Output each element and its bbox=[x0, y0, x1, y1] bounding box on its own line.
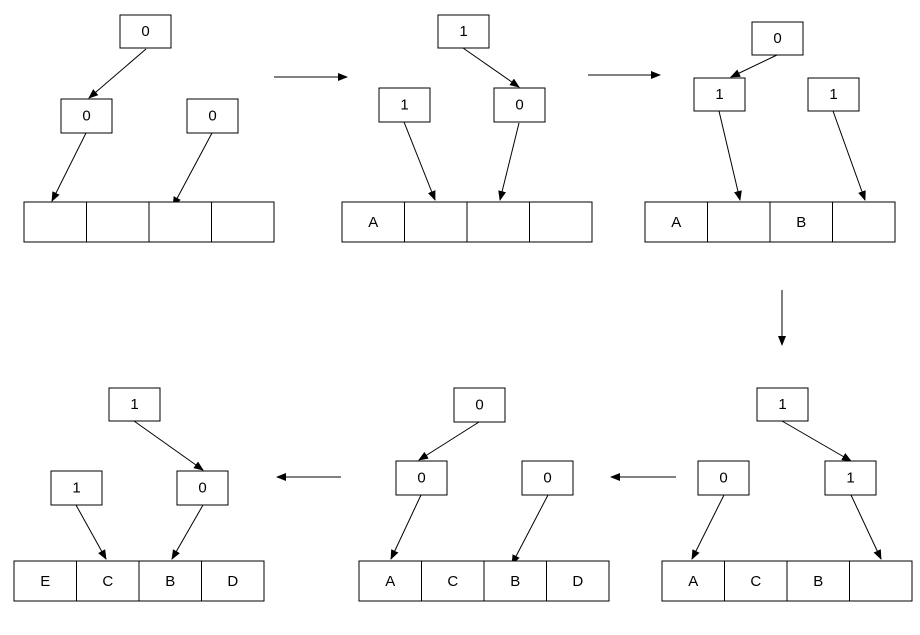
node-bit-label: 0 bbox=[719, 469, 727, 486]
panel-step-6: 1 1 0 E C B D bbox=[13, 387, 265, 602]
node-bit-label: 1 bbox=[846, 469, 854, 486]
array-cells: A C B bbox=[661, 560, 913, 602]
array-cell-label: A bbox=[385, 573, 395, 590]
array-cell-label: E bbox=[40, 573, 50, 590]
array-cell-label: C bbox=[750, 573, 761, 590]
tree-node-right: 1 bbox=[807, 77, 860, 112]
tree-node-left: 0 bbox=[60, 98, 113, 134]
tree-node-left: 1 bbox=[50, 470, 103, 506]
node-bit-label: 1 bbox=[715, 86, 723, 103]
tree-node-root: 1 bbox=[108, 387, 161, 422]
tree-node-right: 0 bbox=[493, 87, 546, 123]
edge-root-to-left bbox=[418, 421, 480, 461]
node-bit-label: 0 bbox=[417, 469, 425, 486]
node-bit-label: 1 bbox=[400, 96, 408, 113]
node-bit-label: 0 bbox=[208, 107, 216, 124]
node-bit-label: 0 bbox=[198, 479, 206, 496]
array-cells: A B bbox=[644, 201, 896, 243]
edge-right-to-cell bbox=[511, 494, 549, 565]
edge-right-to-cell bbox=[832, 110, 866, 201]
tree-node-root: 1 bbox=[437, 14, 490, 49]
array-cell-label: D bbox=[227, 573, 238, 590]
array-cells bbox=[23, 201, 275, 243]
array-cell-label: C bbox=[102, 573, 113, 590]
panel-step-5: 0 0 0 A C B D bbox=[358, 387, 610, 602]
edge-right-to-cell bbox=[172, 132, 213, 207]
array-cells: A C B D bbox=[358, 560, 610, 602]
edge-left-to-cell bbox=[691, 494, 725, 560]
array-cell-label: D bbox=[572, 573, 583, 590]
array-cells: A bbox=[341, 201, 593, 243]
array-cell-label: B bbox=[813, 573, 823, 590]
edge-left-to-cell bbox=[51, 132, 87, 202]
node-bit-label: 1 bbox=[72, 479, 80, 496]
tree-node-left: 0 bbox=[395, 460, 448, 496]
edge-root-to-right bbox=[133, 420, 204, 471]
node-bit-label: 1 bbox=[778, 396, 786, 413]
edge-left-to-cell bbox=[403, 121, 436, 201]
array-cell-label: A bbox=[671, 214, 681, 231]
edge-root-to-left bbox=[730, 54, 778, 78]
node-bit-label: 0 bbox=[141, 23, 149, 40]
node-bit-label: 1 bbox=[459, 23, 467, 40]
array-cell-label: B bbox=[165, 573, 175, 590]
edge-left-to-cell bbox=[718, 110, 742, 201]
edge-right-to-cell bbox=[171, 504, 204, 560]
edge-root-to-right bbox=[781, 420, 852, 462]
array-cell-label: B bbox=[510, 573, 520, 590]
node-bit-label: 0 bbox=[773, 30, 781, 47]
edge-left-to-cell bbox=[75, 504, 107, 560]
tree-node-root: 1 bbox=[756, 387, 809, 422]
array-cell-label: C bbox=[447, 573, 458, 590]
node-bit-label: 0 bbox=[515, 96, 523, 113]
node-bit-label: 0 bbox=[475, 396, 483, 413]
tree-node-root: 0 bbox=[751, 21, 804, 56]
edge-root-to-right bbox=[462, 47, 520, 88]
array-cell-label: A bbox=[688, 573, 698, 590]
panel-step-2: 1 1 0 A bbox=[341, 14, 593, 243]
node-bit-label: 0 bbox=[543, 469, 551, 486]
node-bit-label: 1 bbox=[130, 396, 138, 413]
node-bit-label: 0 bbox=[82, 107, 90, 124]
array-cells: E C B D bbox=[13, 560, 265, 602]
tree-node-right: 0 bbox=[186, 98, 239, 134]
tree-node-root: 0 bbox=[453, 387, 506, 423]
edge-right-to-cell bbox=[498, 122, 520, 201]
array-cell-label: A bbox=[368, 214, 378, 231]
panel-step-4: 1 0 1 A C B bbox=[661, 387, 913, 602]
edge-left-to-cell bbox=[390, 494, 422, 560]
tree-node-right: 0 bbox=[176, 470, 229, 506]
tree-node-root: 0 bbox=[119, 14, 172, 49]
node-bit-label: 1 bbox=[829, 86, 837, 103]
edge-right-to-cell bbox=[850, 494, 882, 560]
tree-node-left: 1 bbox=[378, 87, 431, 123]
tree-node-left: 1 bbox=[693, 77, 746, 112]
panel-step-1: 0 0 0 bbox=[23, 14, 275, 243]
tree-node-right: 1 bbox=[824, 460, 877, 496]
tree-node-right: 0 bbox=[521, 460, 574, 496]
array-cell-label: B bbox=[796, 214, 806, 231]
panel-step-3: 0 1 1 A B bbox=[644, 21, 896, 243]
tree-node-left: 0 bbox=[697, 460, 750, 496]
edge-root-to-left bbox=[88, 48, 147, 99]
